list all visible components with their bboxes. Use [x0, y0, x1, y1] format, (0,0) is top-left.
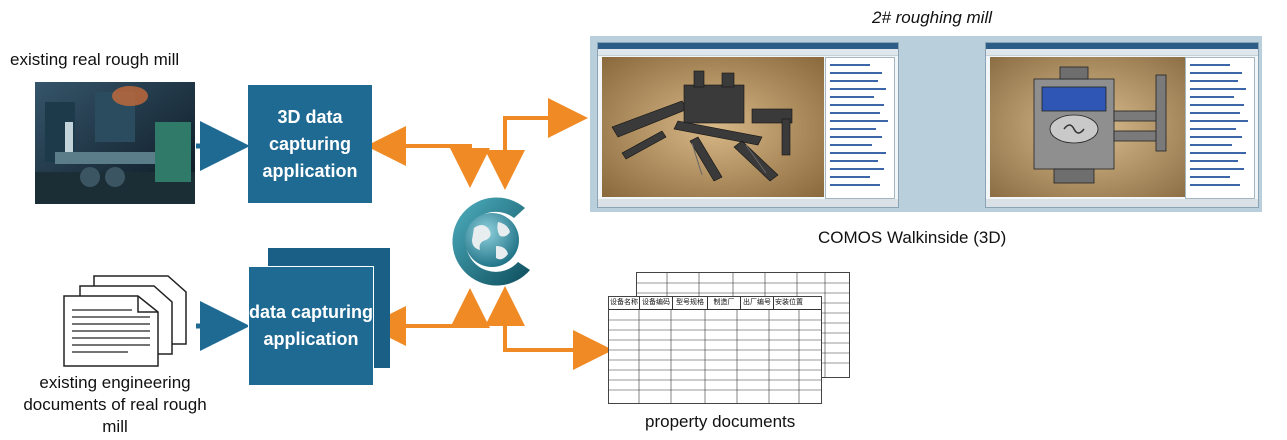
existing-docs-label: existing engineering documents of real r…	[23, 373, 207, 436]
title-bar	[986, 43, 1258, 49]
col-header: 设备编码	[640, 297, 673, 309]
col-header: 出厂编号	[741, 297, 774, 309]
col-header: 型号规格	[673, 297, 708, 309]
status-bar	[598, 199, 898, 207]
property-documents-label: property documents	[645, 412, 796, 431]
existing-mill-label: existing real rough mill	[10, 50, 180, 69]
documents-icon	[58, 270, 198, 370]
arrow-logo-property-docs	[485, 286, 613, 370]
walkinside-window-left	[597, 42, 899, 208]
tree-panel	[825, 57, 895, 199]
walkinside-window-right	[985, 42, 1259, 208]
property-sheet-front: 设备名称 设备编码 型号规格 制造厂 出厂编号 安装位置	[608, 296, 822, 404]
tree-panel	[1185, 57, 1255, 199]
box-3d-data-capturing: 3D data capturing application	[248, 85, 372, 203]
arrow-3d-box-logo	[366, 126, 490, 188]
col-header: 制造厂	[708, 297, 741, 309]
toolbar	[986, 49, 1258, 56]
comos-logo-icon	[440, 188, 550, 293]
roughing-mill-label: 2# roughing mill	[872, 8, 993, 27]
property-table-header: 设备名称 设备编码 型号规格 制造厂 出厂编号 安装位置	[609, 297, 821, 310]
toolbar	[598, 49, 898, 56]
box-data-capturing: data capturing application	[248, 266, 374, 386]
status-bar	[986, 199, 1258, 207]
col-header: 安装位置	[775, 299, 803, 306]
scene-3d-view	[602, 57, 824, 197]
box-data-capturing-label: data capturing application	[249, 302, 374, 349]
arrow-data-box-logo	[366, 288, 490, 346]
title-bar	[598, 43, 898, 49]
col-header: 设备名称	[609, 297, 640, 309]
scene-top-view	[990, 57, 1190, 197]
mill-photo	[35, 82, 195, 204]
box-3d-data-capturing-label: 3D data capturing application	[262, 106, 358, 181]
arrow-logo-walkinside	[485, 98, 588, 190]
walkinside-label: COMOS Walkinside (3D)	[818, 228, 1007, 247]
